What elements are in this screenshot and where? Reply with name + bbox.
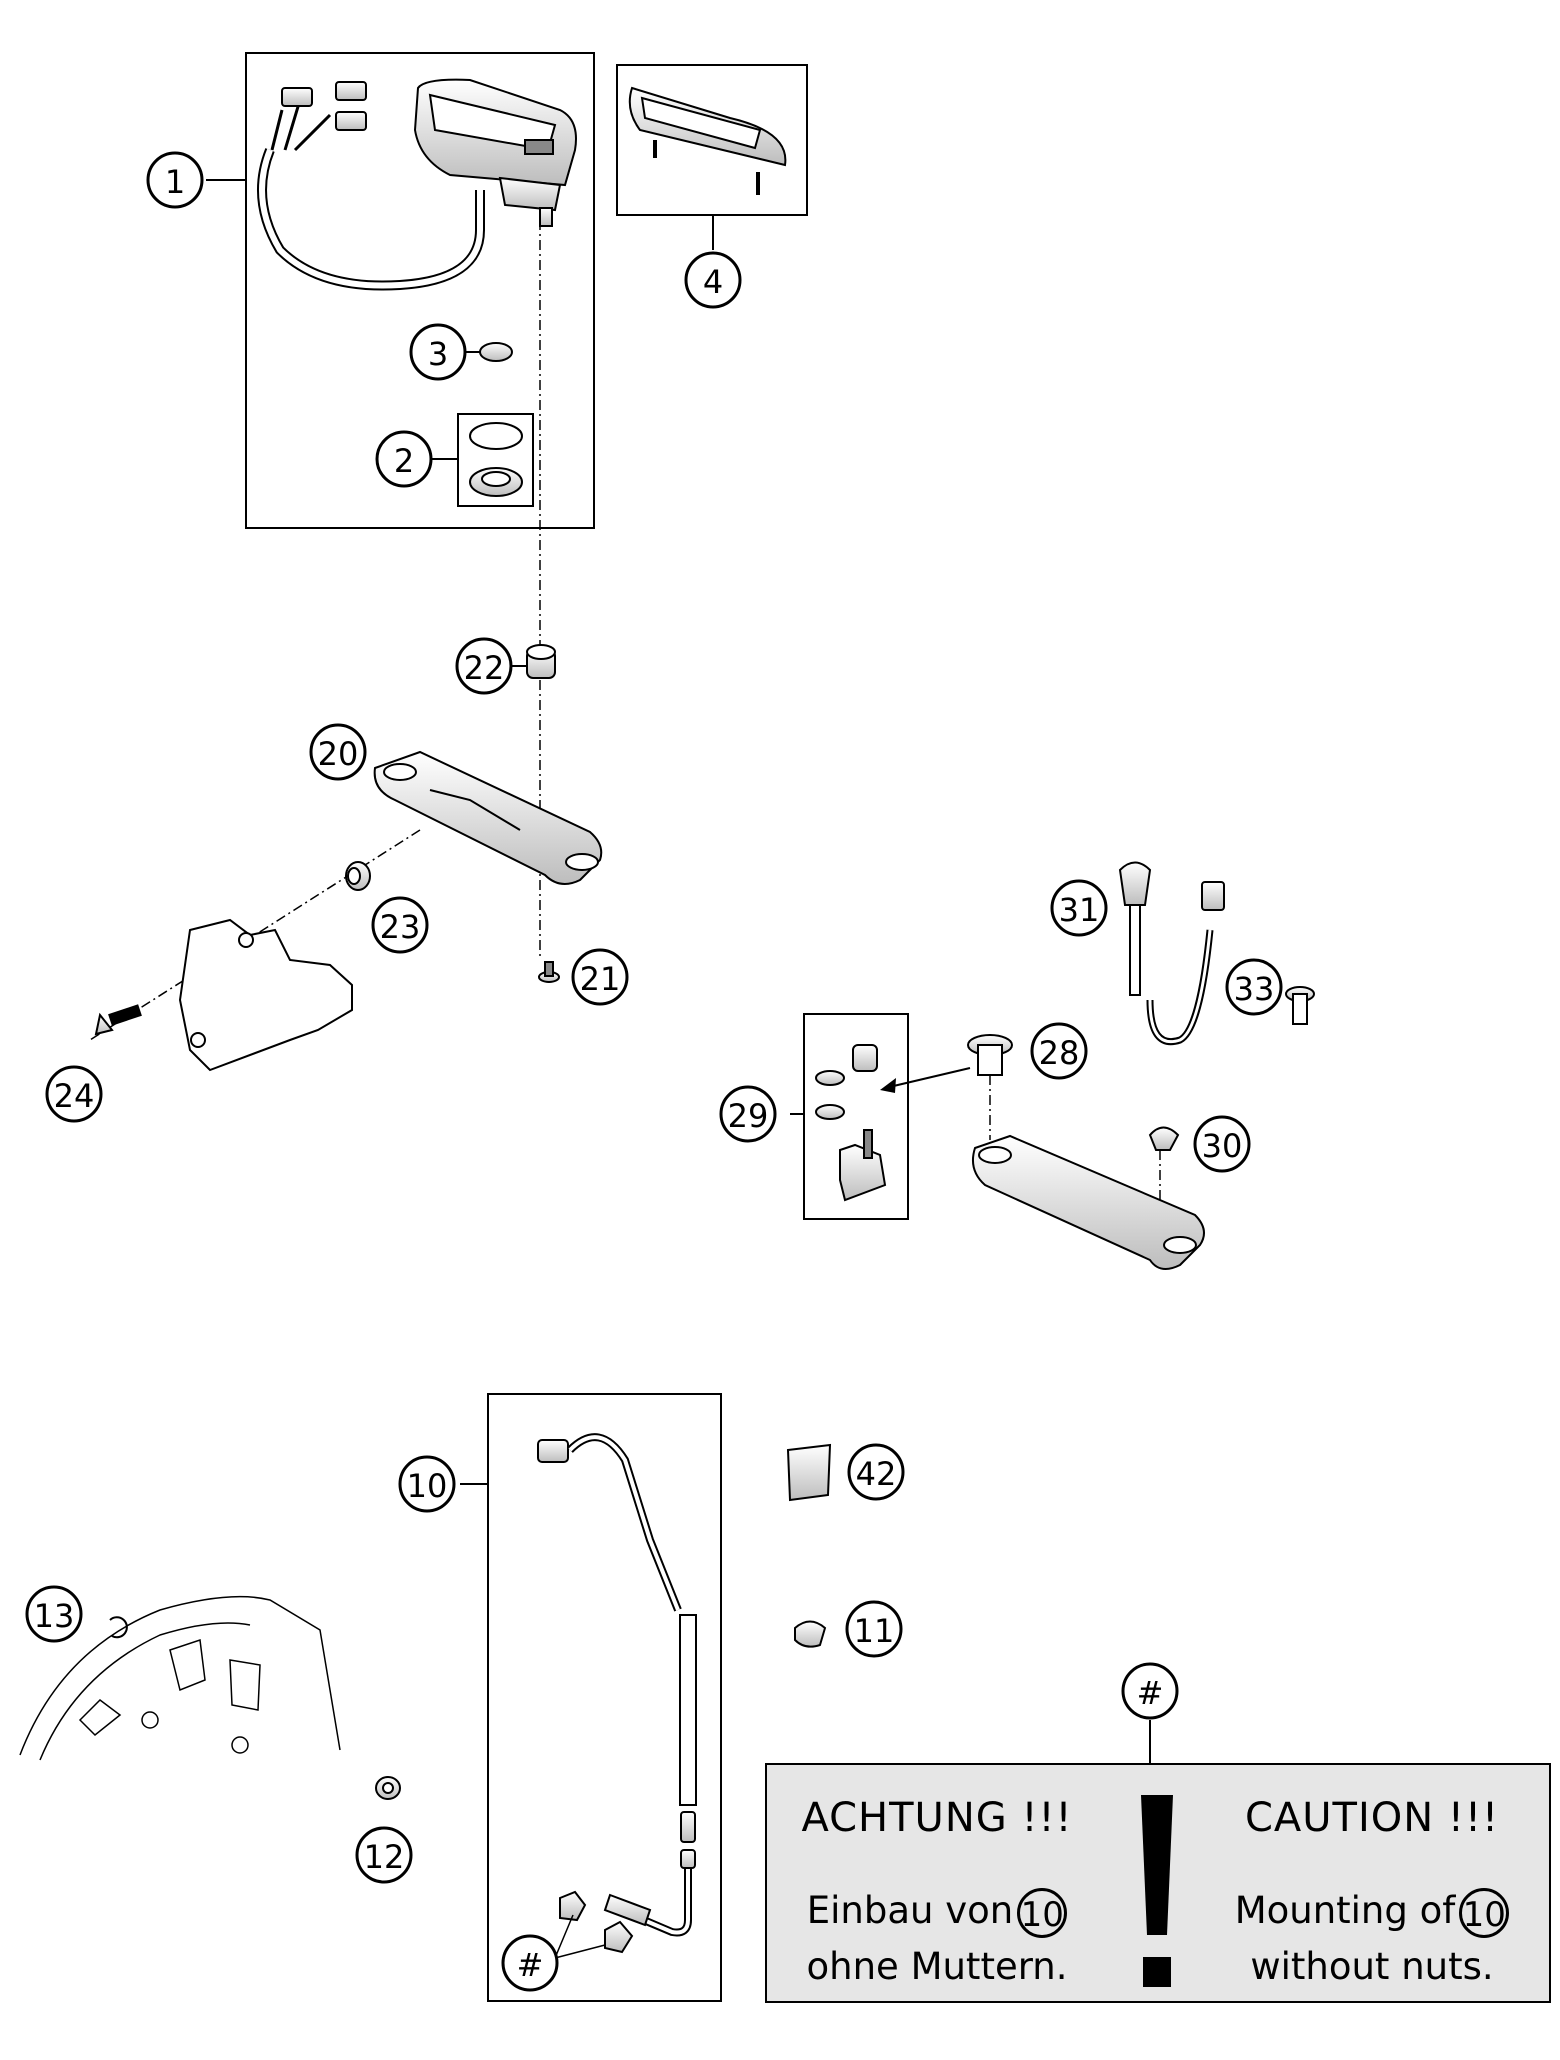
arrow-to-kit-29: [884, 1067, 971, 1089]
callout-22: [455, 637, 513, 695]
callout-label-31: 31: [1059, 891, 1100, 929]
callouts: [25, 151, 1283, 1992]
callout-24: [45, 1065, 103, 1123]
callout-29: [719, 1085, 777, 1143]
callout-label-hash-top: #: [1137, 1674, 1164, 1712]
ref-callout-10-german: 10: [1017, 1887, 1068, 1938]
clip-part-42: [786, 1443, 832, 1502]
callout-label-12: 12: [364, 1838, 405, 1876]
ring-part-13: [109, 1616, 128, 1639]
callout-labels: 1 2 3 4 20 21 22 23 24 28 29 30 31 33 10…: [34, 163, 1275, 1984]
callout-label-42: 42: [856, 1455, 897, 1493]
kit-part-29: [815, 1044, 887, 1202]
arrow-head: [880, 1078, 896, 1093]
warning-line1-english: Mounting of: [1234, 1889, 1456, 1932]
callout-10: [398, 1455, 456, 1513]
plug-part-30: [1148, 1126, 1180, 1151]
exclamation-icon: [1141, 1795, 1173, 1987]
nuts: [554, 1890, 634, 1959]
callout-20: [309, 723, 367, 781]
warning-line2-english: without nuts.: [1250, 1945, 1494, 1988]
callout-label-23: 23: [380, 908, 421, 946]
callout-label-21: 21: [580, 960, 621, 998]
callout-hash-bottom: [501, 1934, 559, 1992]
spacer-part-12: [375, 1776, 401, 1800]
callout-30: [1193, 1115, 1251, 1173]
bracket-lower: [972, 1134, 1205, 1270]
speedometer-with-cable: [257, 78, 577, 291]
callout-12: [355, 1826, 413, 1884]
seal-kit-part-2: [469, 422, 523, 497]
callout-label-2: 2: [394, 442, 414, 480]
warning-line1-german: Einbau von: [806, 1889, 1014, 1932]
callout-28: [1030, 1022, 1088, 1080]
clamp-part-11: [794, 1620, 827, 1648]
callout-13: [25, 1585, 83, 1643]
kit-29-frame: [803, 1013, 909, 1220]
callout-31: [1050, 879, 1108, 937]
callout-42: [847, 1443, 905, 1501]
cable-part-31: [1118, 861, 1225, 1045]
callout-label-4: 4: [703, 263, 723, 301]
callout-33: [1225, 958, 1283, 1016]
callout-label-hash-bottom: #: [517, 1946, 544, 1984]
kit-10-frame: [487, 1393, 722, 2002]
brake-disc-outline: [19, 1595, 341, 1761]
callout-2: [375, 430, 433, 488]
callout-11: [845, 1600, 903, 1658]
plug-part-33: [1285, 986, 1315, 1025]
callout-label-20: 20: [318, 735, 359, 773]
callout-label-29: 29: [728, 1097, 769, 1135]
callout-3: [409, 323, 467, 381]
leader-lines: [206, 179, 1151, 1763]
warning-line2-german: ohne Muttern.: [806, 1945, 1068, 1988]
callout-23: [371, 896, 429, 954]
screw-part-21: [538, 961, 560, 983]
callout-label-11: 11: [854, 1612, 895, 1650]
callout-label-1: 1: [165, 163, 185, 201]
callout-label-33: 33: [1234, 970, 1275, 1008]
holder-plate: [178, 918, 353, 1072]
bracket-part-20: [373, 750, 603, 885]
callout-label-24: 24: [54, 1077, 95, 1115]
callout-label-30: 30: [1202, 1127, 1243, 1165]
callout-label-13: 13: [34, 1597, 75, 1635]
cover-part-3: [479, 342, 513, 362]
callout-4: [684, 251, 742, 309]
warning-title-english: CAUTION !!!: [1244, 1795, 1500, 1841]
spacer-part-23: [345, 861, 371, 891]
bushing-part-28: [967, 1034, 1013, 1076]
callout-label-28: 28: [1039, 1034, 1080, 1072]
bolt-part-24: [94, 1004, 142, 1036]
ref-callout-10-english: 10: [1459, 1887, 1510, 1938]
display-unit-part-4: [628, 86, 787, 195]
callout-label-3: 3: [428, 335, 448, 373]
callout-label-10: 10: [407, 1467, 448, 1505]
callout-1: [146, 151, 204, 209]
kit-1-frame: [245, 52, 595, 529]
sensor-cable-part-10: [537, 1433, 697, 1937]
callout-label-22: 22: [464, 649, 505, 687]
callout-21: [571, 948, 629, 1006]
callout-hash-top: [1121, 1662, 1179, 1720]
warning-title-german: ACHTUNG !!!: [801, 1795, 1073, 1841]
rubber-grommet-part-22: [526, 644, 556, 679]
